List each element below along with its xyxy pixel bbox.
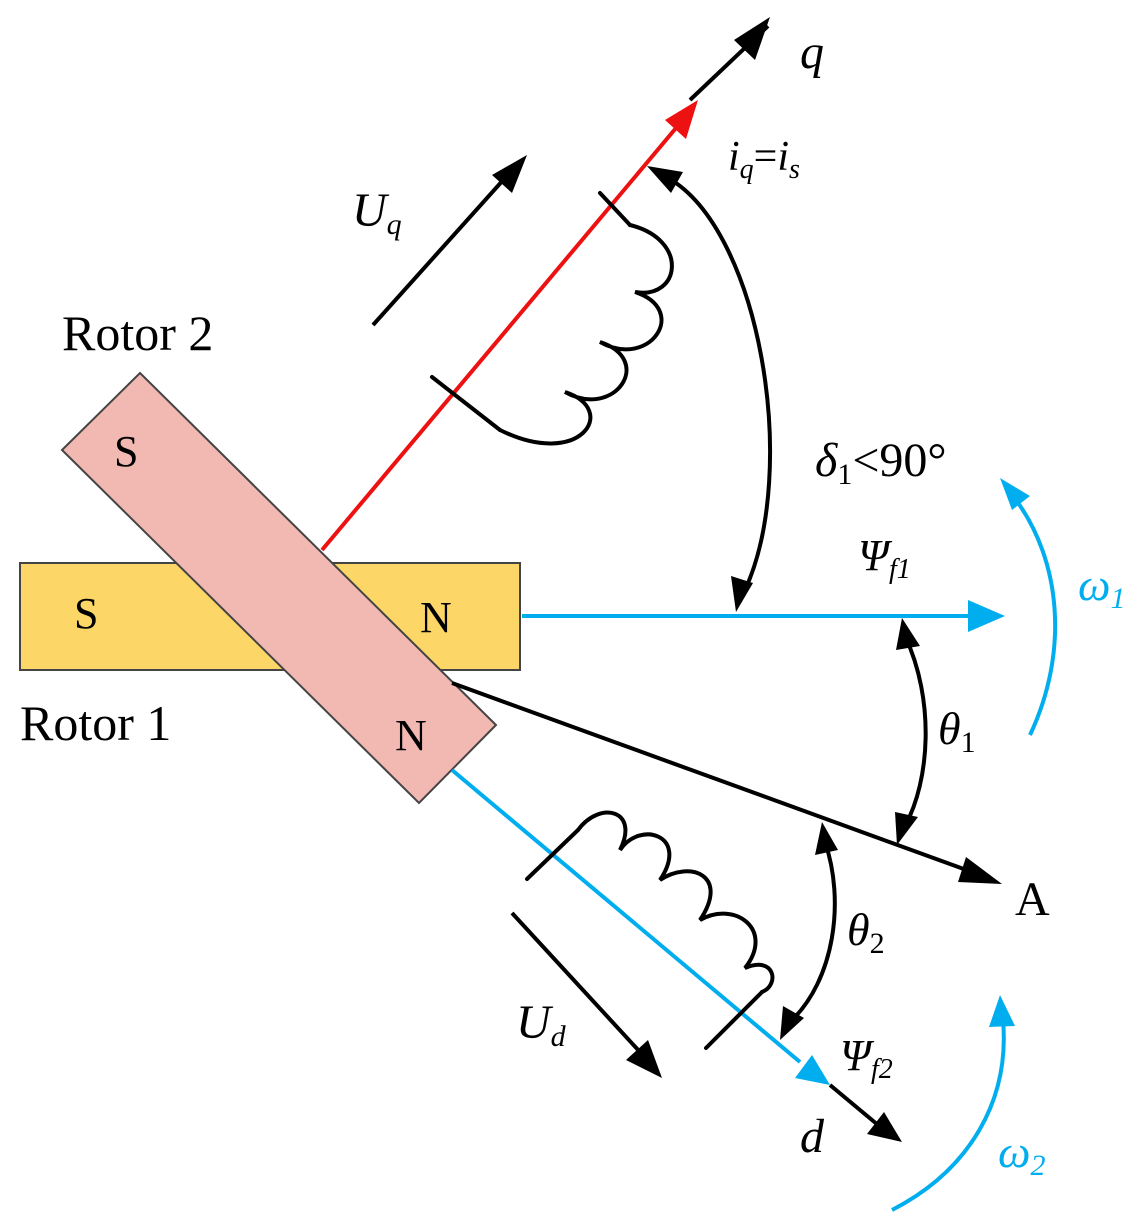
delta1-angle-arc [667, 176, 773, 591]
delta1-arrowhead-bottom [731, 576, 753, 612]
iq-equals-is-label: iq=is [728, 134, 800, 185]
delta1-arrowhead-top [647, 166, 683, 193]
psi-f1-flux-arrowhead [968, 600, 1005, 632]
omega1-arrowhead [1000, 478, 1030, 510]
d-axis-extension [828, 1083, 880, 1127]
rotor-1-label: Rotor 1 [20, 695, 171, 751]
d-axis-arrowhead [867, 1112, 902, 1142]
theta2-angle-arc [788, 841, 837, 1024]
theta2-label: θ2 [847, 904, 885, 960]
theta2-arrowhead-bottom [780, 1006, 804, 1040]
theta1-angle-arc [903, 635, 928, 827]
omega2-rotation-arc [891, 1019, 1006, 1212]
a-axis-label: A [1015, 873, 1050, 926]
omega1-rotation-arc [1014, 498, 1058, 736]
rotor-1-pole-s: S [74, 589, 98, 638]
d-axis-line [450, 768, 802, 1064]
uq-voltage-arrowhead [492, 155, 527, 193]
rotor-2-pole-n: N [395, 711, 427, 760]
rotor-2-pole-s: S [114, 427, 138, 476]
psi-f2-label: Ψf2 [840, 1031, 893, 1085]
rotor-2-label: Rotor 2 [62, 305, 213, 361]
q-axis-arrowhead [734, 17, 770, 60]
uq-voltage-label: Uq [352, 184, 402, 241]
d-axis-label: d [800, 1110, 825, 1163]
psi-f2-flux-arrowhead [795, 1055, 830, 1085]
q-axis-label: q [800, 26, 824, 79]
omega1-label: ω1 [1078, 559, 1125, 615]
iq-current-arrowhead [665, 100, 698, 139]
a-axis-arrowhead [958, 857, 1002, 884]
psi-f1-label: Ψf1 [858, 531, 911, 585]
ud-voltage-arrowhead [626, 1040, 662, 1078]
theta2-arrowhead-top [815, 822, 838, 855]
rotor-1-pole-n: N [420, 593, 452, 642]
ud-voltage-label: Ud [516, 996, 567, 1053]
d-axis-coil [525, 810, 775, 1050]
a-axis-line [451, 681, 973, 874]
rotor-2 [60, 371, 498, 805]
delta1-label: δ1<90° [815, 434, 947, 491]
omega2-arrowhead [989, 995, 1015, 1027]
theta1-label: θ1 [938, 703, 976, 759]
iq-current-line [320, 126, 678, 552]
q-axis-coil [430, 191, 674, 446]
rotor-2-magnet [60, 371, 498, 805]
theta1-arrowhead-bottom [895, 812, 918, 845]
theta1-arrowhead-top [896, 618, 920, 650]
omega2-label: ω2 [998, 1126, 1045, 1182]
uq-voltage-arrow [371, 176, 507, 327]
ud-voltage-arrow [510, 911, 642, 1054]
